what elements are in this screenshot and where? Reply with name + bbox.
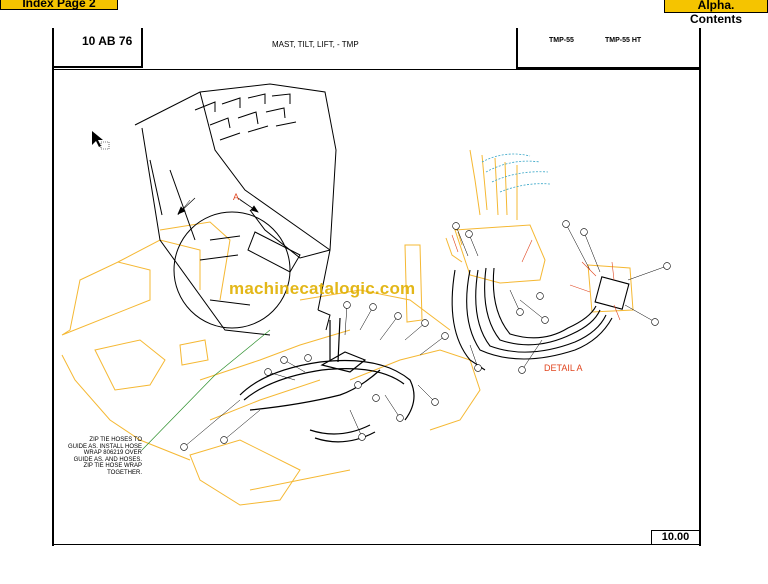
flow-arrows	[481, 153, 551, 193]
page-number: 10.00	[651, 530, 699, 545]
alpha-contents-button[interactable]: Alpha. Contents	[664, 0, 768, 26]
note-leader	[141, 329, 271, 451]
frame-code-divider	[141, 28, 143, 68]
hose-assembly-detail	[451, 267, 630, 371]
mouse-pointer-icon	[92, 131, 110, 150]
frame-footer	[52, 544, 701, 545]
detail-markers	[451, 234, 621, 321]
assembly-note: ZIP TIE HOSES TO GUIDE AS. INSTALL HOSE …	[67, 437, 142, 476]
watermark: machinecatalogic.com	[229, 279, 416, 298]
frame-right	[699, 28, 701, 546]
frame-model-divider	[516, 28, 518, 69]
frame-code-bottom	[52, 66, 142, 68]
view-callout-a: A	[233, 192, 240, 202]
detail-a-label: DETAIL A	[544, 363, 583, 373]
drawing-title: MAST, TILT, LIFT, - TMP	[272, 40, 359, 49]
model-tmp-55: TMP-55	[549, 37, 574, 44]
view-arrows	[177, 197, 259, 215]
frame-left	[52, 28, 54, 546]
chassis-outline	[61, 149, 634, 506]
drawing-code: 10 AB 76	[82, 34, 133, 48]
frame-header-bottom	[52, 69, 701, 70]
frame-model-bottom	[516, 67, 701, 69]
hose-assembly-main	[239, 317, 415, 443]
index-page-button[interactable]: Index Page 2	[0, 0, 118, 10]
model-tmp-55-ht: TMP-55 HT	[605, 37, 642, 44]
cab-frame	[134, 83, 337, 336]
part-bubbles	[180, 220, 671, 451]
